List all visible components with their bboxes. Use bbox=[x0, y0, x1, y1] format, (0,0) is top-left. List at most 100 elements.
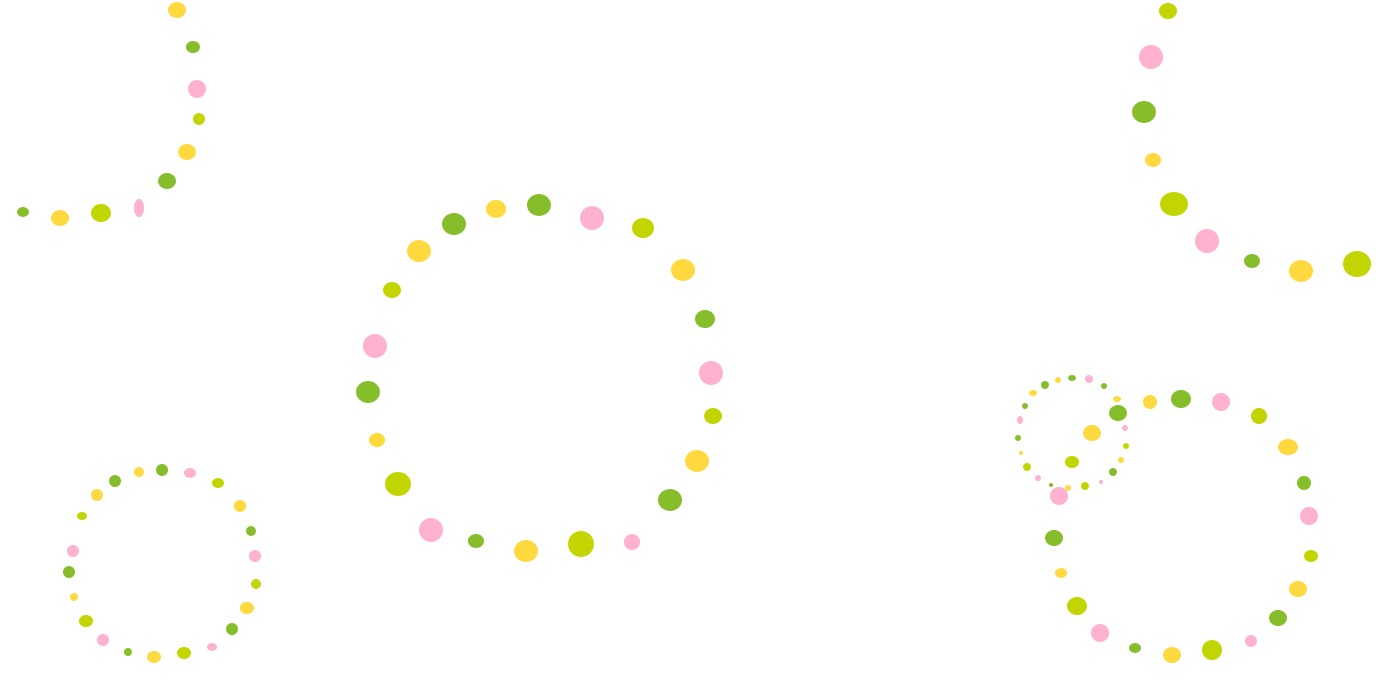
bottom-right-large-ring-dot-3 bbox=[1212, 393, 1230, 411]
bottom-left-ring-dot-1 bbox=[156, 464, 168, 476]
bottom-right-small-ring-dot-10 bbox=[1122, 425, 1128, 431]
top-right-arc-dot-5 bbox=[1160, 192, 1188, 216]
top-left-arc-dot-8 bbox=[91, 204, 111, 222]
bottom-right-small-ring-dot-9 bbox=[1017, 416, 1023, 424]
bottom-right-large-ring-dot-6 bbox=[1083, 425, 1101, 441]
bottom-right-large-ring-dot-13 bbox=[1304, 550, 1318, 562]
bottom-right-small-ring-dot-3 bbox=[1055, 377, 1061, 383]
bottom-right-large-ring-dot-1 bbox=[1171, 390, 1191, 408]
bottom-left-ring-dot-5 bbox=[212, 478, 224, 488]
bottom-left-ring-dot-7 bbox=[234, 500, 246, 512]
bottom-right-small-ring-dot-2 bbox=[1085, 375, 1093, 383]
center-ring-dot-3 bbox=[580, 206, 604, 230]
top-right-arc-dot-6 bbox=[1195, 229, 1219, 253]
bottom-right-small-ring-dot-14 bbox=[1118, 457, 1124, 463]
top-left-arc bbox=[17, 2, 206, 226]
bottom-right-large-ring-dot-20 bbox=[1129, 643, 1141, 653]
center-ring-dot-18 bbox=[419, 518, 443, 542]
bottom-left-ring bbox=[63, 464, 261, 663]
top-right-arc bbox=[1132, 3, 1371, 282]
bottom-right-large-ring-dot-10 bbox=[1050, 487, 1068, 505]
bottom-right-small-ring-dot-8 bbox=[1022, 403, 1028, 409]
center-ring-dot-19 bbox=[468, 534, 484, 548]
bottom-right-large-ring-dot-17 bbox=[1269, 610, 1287, 626]
center-ring-dot-6 bbox=[407, 240, 431, 262]
bottom-right-small-ring-dot-6 bbox=[1029, 390, 1037, 396]
top-left-arc-dot-7 bbox=[134, 199, 144, 217]
center-ring-dot-11 bbox=[699, 361, 723, 385]
center-ring-dot-21 bbox=[568, 531, 594, 557]
center-ring-dot-2 bbox=[486, 200, 506, 218]
bottom-right-large-ring-dot-16 bbox=[1067, 597, 1087, 615]
bottom-right-small-ring-dot-21 bbox=[1065, 485, 1071, 491]
bottom-right-large-ring-dot-19 bbox=[1245, 635, 1257, 647]
center-ring-dot-7 bbox=[671, 259, 695, 281]
bottom-left-ring-dot-21 bbox=[177, 647, 191, 659]
top-left-arc-dot-4 bbox=[193, 113, 205, 125]
center-ring-dot-22 bbox=[624, 534, 640, 550]
top-right-arc-dot-9 bbox=[1343, 251, 1371, 277]
center-ring-dot-17 bbox=[658, 489, 682, 511]
center-ring-dot-20 bbox=[514, 540, 538, 562]
bottom-right-large-ring-dot-7 bbox=[1278, 439, 1298, 455]
bottom-left-ring-dot-19 bbox=[207, 643, 217, 651]
top-right-arc-dot-7 bbox=[1244, 254, 1260, 268]
bottom-right-small-ring-dot-1 bbox=[1068, 375, 1076, 381]
bottom-right-small-ring-dot-12 bbox=[1123, 443, 1129, 449]
center-ring-dot-9 bbox=[695, 310, 715, 328]
bottom-right-large-ring-dot-21 bbox=[1202, 640, 1222, 660]
bottom-left-ring-dot-10 bbox=[67, 545, 79, 557]
center-ring bbox=[356, 194, 723, 562]
top-left-arc-dot-5 bbox=[178, 144, 196, 160]
top-left-arc-dot-10 bbox=[17, 207, 29, 217]
top-left-arc-dot-3 bbox=[188, 80, 206, 98]
top-right-arc-dot-1 bbox=[1159, 3, 1177, 19]
top-left-arc-dot-1 bbox=[168, 2, 186, 18]
bottom-left-ring-dot-8 bbox=[77, 512, 87, 520]
center-ring-dot-13 bbox=[704, 408, 722, 424]
bottom-right-small-ring-dot-20 bbox=[1081, 482, 1089, 490]
bottom-right-large-ring-dot-11 bbox=[1300, 507, 1318, 525]
center-ring-dot-16 bbox=[385, 472, 411, 496]
top-right-arc-dot-3 bbox=[1132, 101, 1156, 123]
bottom-right-small-ring-dot-4 bbox=[1041, 381, 1049, 389]
center-ring-dot-12 bbox=[356, 381, 380, 403]
bottom-right-large-ring-dot-18 bbox=[1091, 624, 1109, 642]
top-right-arc-dot-8 bbox=[1289, 260, 1313, 282]
bottom-right-large-ring bbox=[1045, 390, 1318, 663]
top-right-arc-dot-2 bbox=[1139, 45, 1163, 69]
bottom-right-large-ring-dot-2 bbox=[1143, 395, 1157, 409]
top-left-arc-dot-2 bbox=[186, 41, 200, 53]
bottom-left-ring-dot-15 bbox=[240, 602, 254, 614]
bottom-left-ring-dot-13 bbox=[251, 579, 261, 589]
center-ring-dot-8 bbox=[383, 282, 401, 298]
bottom-left-ring-dot-22 bbox=[147, 651, 161, 663]
bottom-right-small-ring-dot-11 bbox=[1015, 435, 1021, 441]
bottom-right-small-ring-dot-17 bbox=[1035, 475, 1041, 481]
bottom-right-small-ring-dot-5 bbox=[1101, 383, 1107, 389]
bottom-left-ring-dot-4 bbox=[109, 475, 121, 487]
center-ring-dot-1 bbox=[527, 194, 551, 216]
top-right-arc-dot-4 bbox=[1145, 153, 1161, 167]
bottom-right-small-ring-dot-19 bbox=[1049, 483, 1053, 487]
center-ring-dot-4 bbox=[442, 213, 466, 235]
bottom-right-large-ring-dot-12 bbox=[1045, 530, 1063, 546]
bottom-right-small-ring-dot-15 bbox=[1023, 463, 1031, 471]
top-left-arc-dot-9 bbox=[51, 210, 69, 226]
bottom-right-small-ring-dot-13 bbox=[1019, 451, 1023, 455]
bottom-left-ring-dot-6 bbox=[91, 489, 103, 501]
bottom-left-ring-dot-11 bbox=[249, 550, 261, 562]
dot-layer bbox=[17, 2, 1371, 663]
bottom-right-large-ring-dot-9 bbox=[1297, 476, 1311, 490]
bottom-left-ring-dot-16 bbox=[79, 615, 93, 627]
bottom-right-large-ring-dot-22 bbox=[1163, 647, 1181, 663]
bottom-right-small-ring-dot-22 bbox=[1066, 457, 1078, 467]
bottom-left-ring-dot-18 bbox=[97, 634, 109, 646]
bottom-right-large-ring-dot-5 bbox=[1251, 408, 1267, 424]
bottom-right-large-ring-dot-15 bbox=[1289, 581, 1307, 597]
center-ring-dot-15 bbox=[685, 450, 709, 472]
center-ring-dot-10 bbox=[363, 334, 387, 358]
bottom-right-small-ring-dot-18 bbox=[1099, 480, 1103, 484]
